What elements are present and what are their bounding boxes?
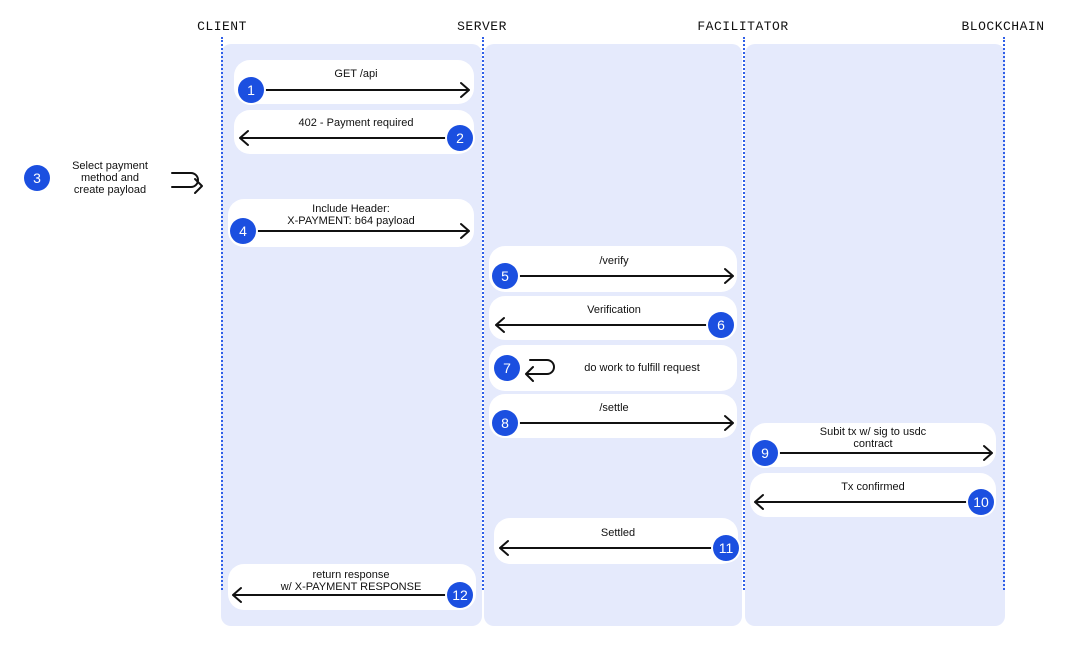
label-9: Subit tx w/ sig to usdc contract: [819, 426, 927, 450]
step-badge-8: 8: [492, 410, 518, 436]
message-pill-6: [489, 296, 737, 340]
label-10: Tx confirmed: [841, 481, 905, 493]
step-badge-3: 3: [24, 165, 50, 191]
step-badge-2: 2: [447, 125, 473, 151]
label-4: Include Header: X-PAYMENT: b64 payload: [287, 203, 415, 227]
step-badge-7: 7: [494, 355, 520, 381]
message-pill-1: [234, 60, 474, 104]
actor-server: SERVER: [457, 19, 507, 34]
step-badge-4: 4: [230, 218, 256, 244]
label-7: do work to fulfill request: [584, 362, 700, 374]
actor-blockchain: BLOCKCHAIN: [961, 19, 1045, 34]
message-pill-10: [750, 473, 996, 517]
blockchain-lifeline: [1003, 37, 1005, 590]
label-8: /settle: [599, 402, 629, 414]
actor-client: CLIENT: [197, 19, 247, 34]
step-badge-1: 1: [238, 77, 264, 103]
client-lifeline: [221, 37, 223, 590]
label-11: Settled: [600, 527, 636, 539]
facilitator-lane: [745, 44, 1005, 626]
label-3: Select payment method and create payload: [72, 160, 148, 196]
step-badge-10: 10: [968, 489, 994, 515]
step-badge-12: 12: [447, 582, 473, 608]
message-pill-8: [489, 394, 737, 438]
label-1: GET /api: [334, 68, 378, 80]
label-2: 402 - Payment required: [298, 117, 414, 129]
step-badge-9: 9: [752, 440, 778, 466]
message-pill-11: [494, 518, 738, 564]
message-pill-5: [489, 246, 737, 292]
label-6: Verification: [587, 304, 641, 316]
step-badge-11: 11: [713, 535, 739, 561]
step-badge-6: 6: [708, 312, 734, 338]
label-12: return response w/ X-PAYMENT RESPONSE: [280, 569, 422, 593]
actor-facilitator: FACILITATOR: [697, 19, 789, 34]
label-5: /verify: [599, 255, 629, 267]
server-lifeline: [482, 37, 484, 590]
step-badge-5: 5: [492, 263, 518, 289]
facilitator-lifeline: [743, 37, 745, 590]
